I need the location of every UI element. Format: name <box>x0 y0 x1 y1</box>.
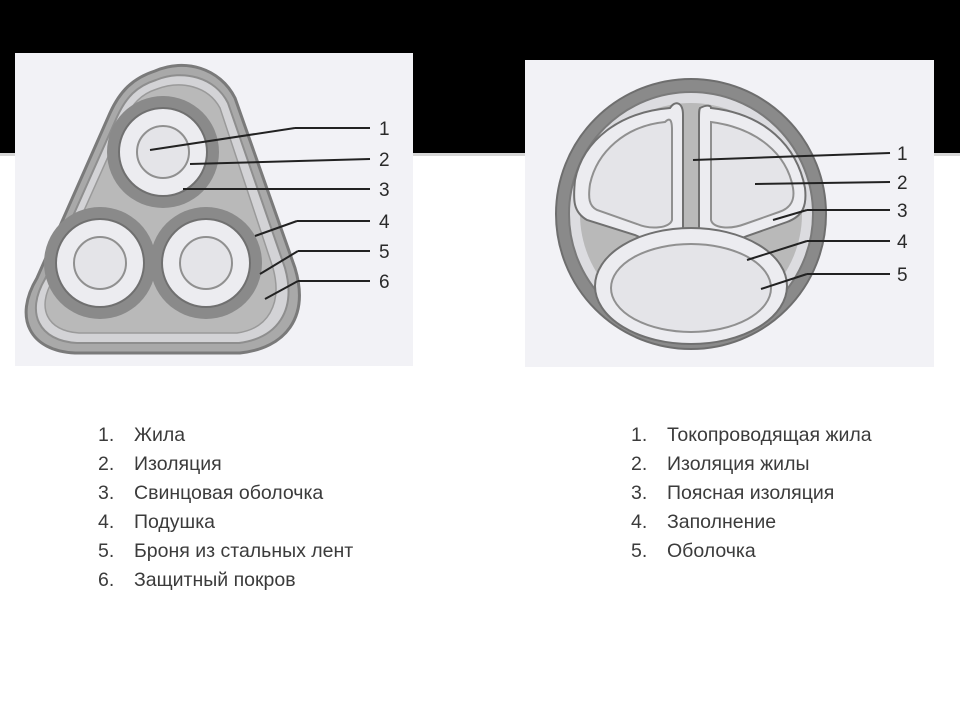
callout-4: 4 <box>897 232 908 253</box>
list-item-text: Оболочка <box>667 540 756 562</box>
leader-line-4a <box>746 240 808 261</box>
bottom-core-conductor <box>610 243 772 333</box>
belted-cable-diagram: 1 2 3 4 5 <box>525 60 934 367</box>
leader-line-2 <box>189 158 371 165</box>
list-item-number: 3. <box>98 482 115 504</box>
right-core-conductor <box>710 120 795 229</box>
list-item: 1. Жила <box>98 421 438 450</box>
list-item-text: Броня из стальных лент <box>134 540 354 562</box>
leader-line-6a <box>264 280 299 300</box>
leader-lines <box>149 127 371 300</box>
callout-3: 3 <box>897 201 908 222</box>
callout-2: 2 <box>897 173 908 194</box>
list-item-number: 1. <box>98 424 115 446</box>
callout-1: 1 <box>379 119 390 140</box>
callout-5: 5 <box>897 265 908 286</box>
list-item: 1. Токопроводящая жила <box>631 421 931 450</box>
list-item: 5. Броня из стальных лент <box>98 537 438 566</box>
list-item-text: Заполнение <box>667 511 777 533</box>
list-item: 3. Свинцовая оболочка <box>98 479 438 508</box>
list-item-text: Защитный покров <box>134 569 296 591</box>
left-core-conductor <box>73 236 127 290</box>
right-core-conductor <box>179 236 233 290</box>
list-item-text: Токопроводящая жила <box>667 424 872 446</box>
list-item-number: 5. <box>98 540 115 562</box>
list-item: 6. Защитный покров <box>98 566 438 595</box>
left-legend-list: 1. Жила 2. Изоляция 3. Свинцовая оболочка 4… <box>98 421 438 595</box>
list-item: 2. Изоляция <box>98 450 438 479</box>
leader-line-1 <box>149 127 296 151</box>
list-item-number: 3. <box>631 482 648 504</box>
list-item-text: Жила <box>134 424 186 446</box>
leader-lines <box>692 152 891 290</box>
list-item-number: 4. <box>98 511 115 533</box>
top-core-conductor <box>136 125 190 179</box>
leader-line-4a <box>254 220 298 237</box>
callout-2: 2 <box>379 150 390 171</box>
right-legend-list: 1. Токопроводящая жила 2. Изоляция жилы 3.… <box>631 421 931 566</box>
left-core-conductor <box>588 118 673 229</box>
three-core-cable-diagram: 1 2 3 4 5 6 <box>15 53 413 366</box>
callout-3: 3 <box>379 180 390 201</box>
divider-line <box>0 153 960 156</box>
leader-line-5a <box>760 273 808 290</box>
leader-line-1 <box>692 152 891 161</box>
list-item-number: 4. <box>631 511 648 533</box>
list-item-text: Изоляция <box>134 453 222 475</box>
list-item-text: Изоляция жилы <box>667 453 810 475</box>
leader-line-2 <box>754 181 891 185</box>
callout-1: 1 <box>897 144 908 165</box>
list-item: 4. Заполнение <box>631 508 931 537</box>
list-item-text: Поясная изоляция <box>667 482 835 504</box>
list-item-number: 2. <box>631 453 648 475</box>
list-item-text: Подушка <box>134 511 216 533</box>
callout-4: 4 <box>379 212 390 233</box>
list-item-number: 6. <box>98 569 115 591</box>
list-item-text: Свинцовая оболочка <box>134 482 324 504</box>
list-item-number: 2. <box>98 453 115 475</box>
list-item-number: 1. <box>631 424 648 446</box>
callout-5: 5 <box>379 242 390 263</box>
list-item: 2. Изоляция жилы <box>631 450 931 479</box>
list-item: 3. Поясная изоляция <box>631 479 931 508</box>
list-item: 5. Оболочка <box>631 537 931 566</box>
leader-line-3a <box>772 209 808 221</box>
list-item: 4. Подушка <box>98 508 438 537</box>
leader-line-5a <box>259 250 299 275</box>
list-item-number: 5. <box>631 540 648 562</box>
callout-6: 6 <box>379 272 390 293</box>
